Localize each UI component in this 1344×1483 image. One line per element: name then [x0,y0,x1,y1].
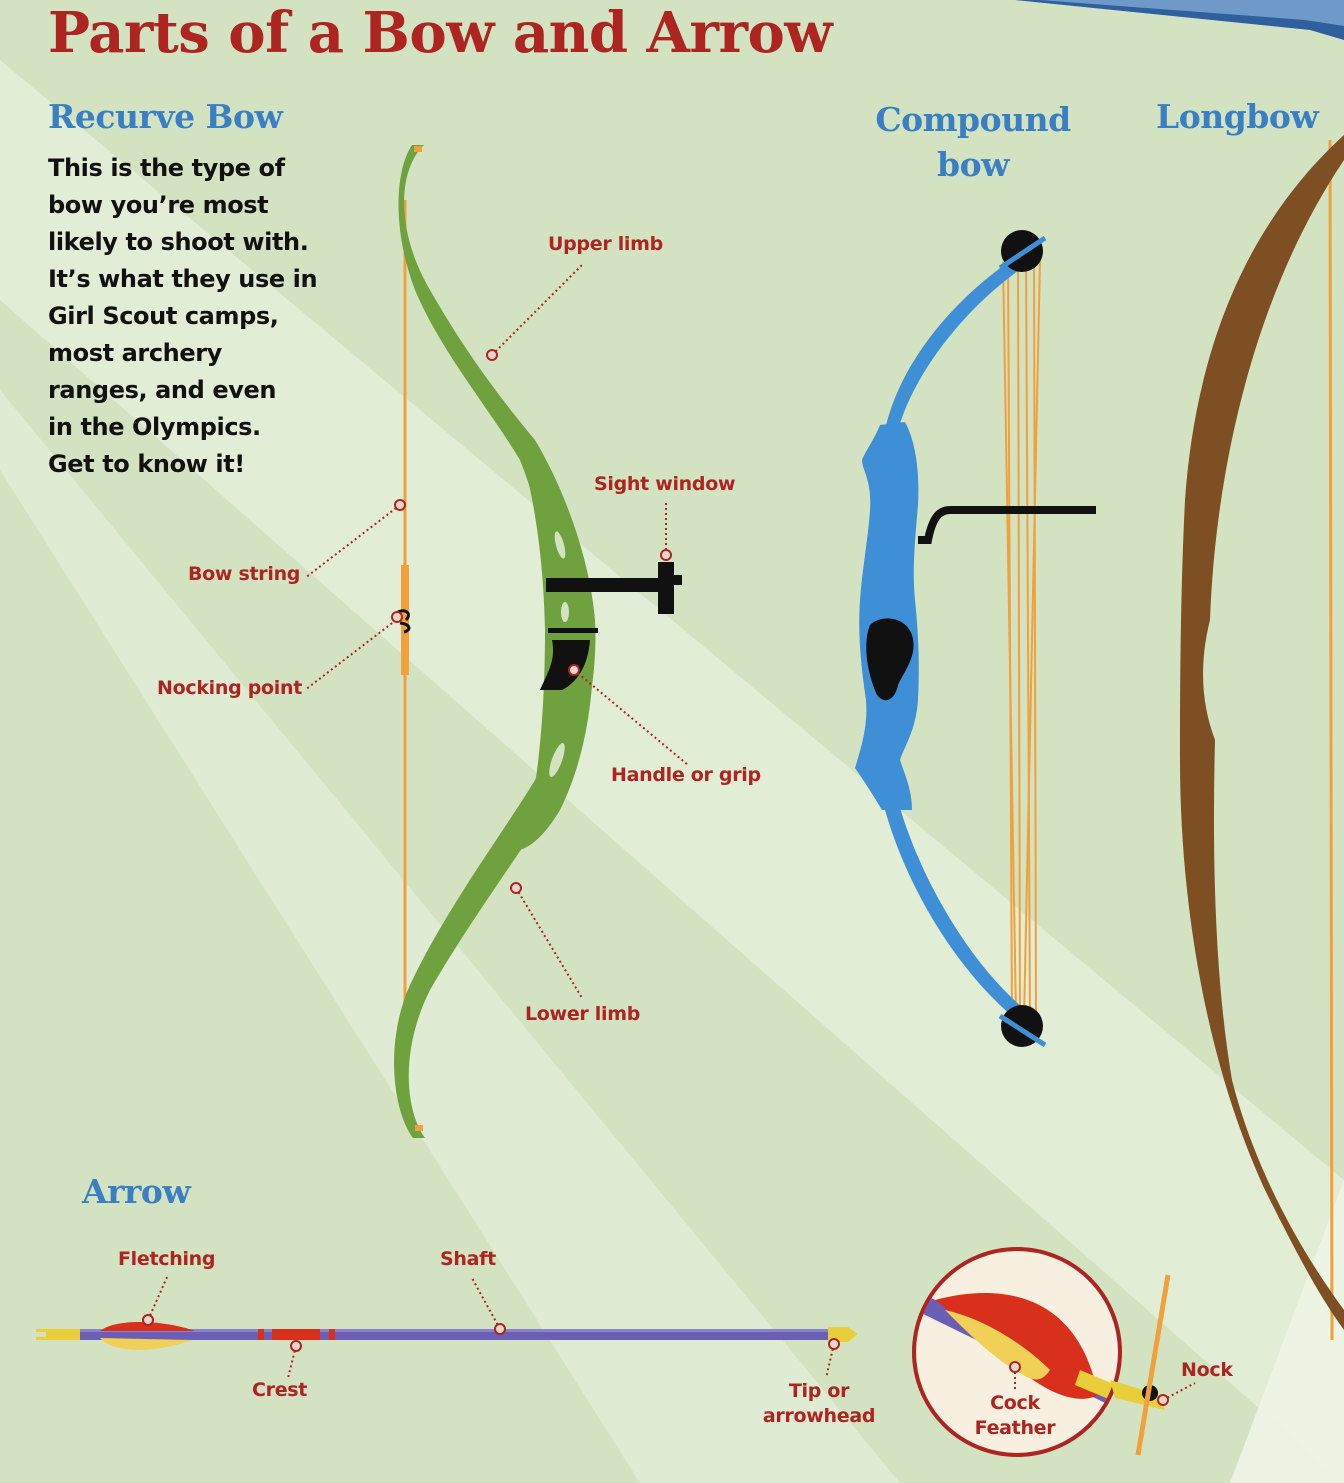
cock-feather-detail [912,1247,1171,1457]
label-cock-feather: Cock Feather [965,1391,1065,1441]
detail-callout-dots [1009,1361,1169,1406]
label-line: Tip or [788,1380,850,1402]
intro-line: This is the type of [48,154,285,182]
intro-line: likely to shoot with. [48,228,309,256]
page-title: Parts of a Bow and Arrow [48,0,833,66]
label-nocking-point: Nocking point [157,677,302,699]
intro-line: bow you’re most [48,191,269,219]
recurve-grip [540,640,590,690]
label-bow-string: Bow string [188,563,301,585]
recurve-bow [394,145,682,1138]
label-tip-or-arrowhead: Tip or arrowhead [758,1379,880,1429]
label-shaft: Shaft [440,1248,496,1270]
intro-line: Get to know it! [48,450,245,478]
detail-callouts [1014,1367,1196,1401]
photo-corner [1015,0,1344,40]
intro-line: most archery [48,339,222,367]
arrow-fletching-bottom [100,1338,192,1350]
arrow-callout-dots [142,1314,840,1352]
compound-grip [866,618,914,701]
recurve-sight-block [658,562,674,614]
compound-riser [855,422,919,810]
longbow-string [1328,139,1334,1341]
recurve-bow-heading: Recurve Bow [48,97,283,136]
arrow-nock [36,1329,80,1340]
label-sight-window: Sight window [594,473,736,495]
longbow-body [1180,135,1344,1330]
label-handle-or-grip: Handle or grip [611,764,761,786]
intro-line: ranges, and even [48,376,277,404]
recurve-callouts [304,264,689,999]
compound-limbs [885,248,1037,430]
label-crest: Crest [252,1379,308,1401]
intro-line: Girl Scout camps, [48,302,279,330]
label-upper-limb: Upper limb [548,233,663,255]
longbow [1180,135,1344,1341]
label-line: Feather [974,1417,1056,1439]
compound-sight [918,506,1096,544]
recurve-callout-dots [391,349,672,894]
recurve-sight-bar [546,578,671,592]
label-lower-limb: Lower limb [525,1003,641,1025]
compound-heading-line: Compound [875,100,1071,139]
intro-line: It’s what they use in [48,265,318,293]
recurve-string-serving [401,565,409,675]
compound-bow [855,230,1096,1048]
arrow-drawing [36,1321,858,1350]
arrow-shaft [78,1329,830,1340]
label-fletching: Fletching [118,1248,216,1270]
recurve-intro-text: This is the type of bow you’re most like… [48,150,338,483]
label-line: Cock [990,1392,1040,1414]
label-nock: Nock [1181,1359,1233,1381]
compound-bow-heading: Compound bow [873,97,1073,187]
compound-heading-line: bow [937,145,1010,184]
intro-line: in the Olympics. [48,413,261,441]
longbow-heading: Longbow [1156,97,1319,136]
arrow-heading: Arrow [82,1172,191,1211]
label-line: arrowhead [762,1405,876,1427]
arrow-fletching-top [100,1321,195,1331]
